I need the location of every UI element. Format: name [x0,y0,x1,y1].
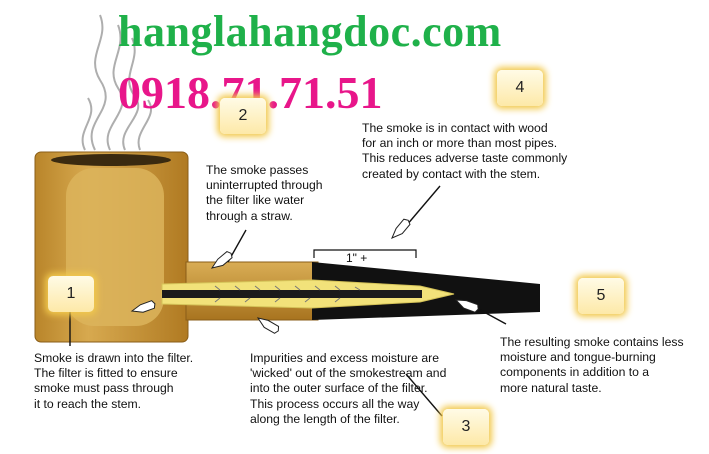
callout-text-2: The smoke passes uninterrupted through t… [206,163,323,223]
bowl-rim [51,154,171,166]
measure-bracket [313,249,417,258]
measure-label: 1" + [346,251,368,265]
callout-badge-3: 3 [443,409,489,445]
filter-core [162,290,422,298]
callout-text-3: Impurities and excess moisture are 'wick… [250,351,447,426]
callout-badge-4: 4 [497,70,543,106]
callout-badge-2: 2 [220,98,266,134]
callout-text-5: The resulting smoke contains less moistu… [500,335,684,395]
watermark-site: hanglahangdoc.com [118,7,502,56]
filter-fibers [214,285,361,303]
callout-badge-1: 1 [48,276,94,312]
pointing-hand-icon [130,218,479,334]
callout-badge-5: 5 [578,278,624,314]
callout-text-1: Smoke is drawn into the filter. The filt… [34,351,194,411]
smoke-icon [81,14,152,151]
callout-text-4: The smoke is in contact with wood for an… [362,121,568,181]
